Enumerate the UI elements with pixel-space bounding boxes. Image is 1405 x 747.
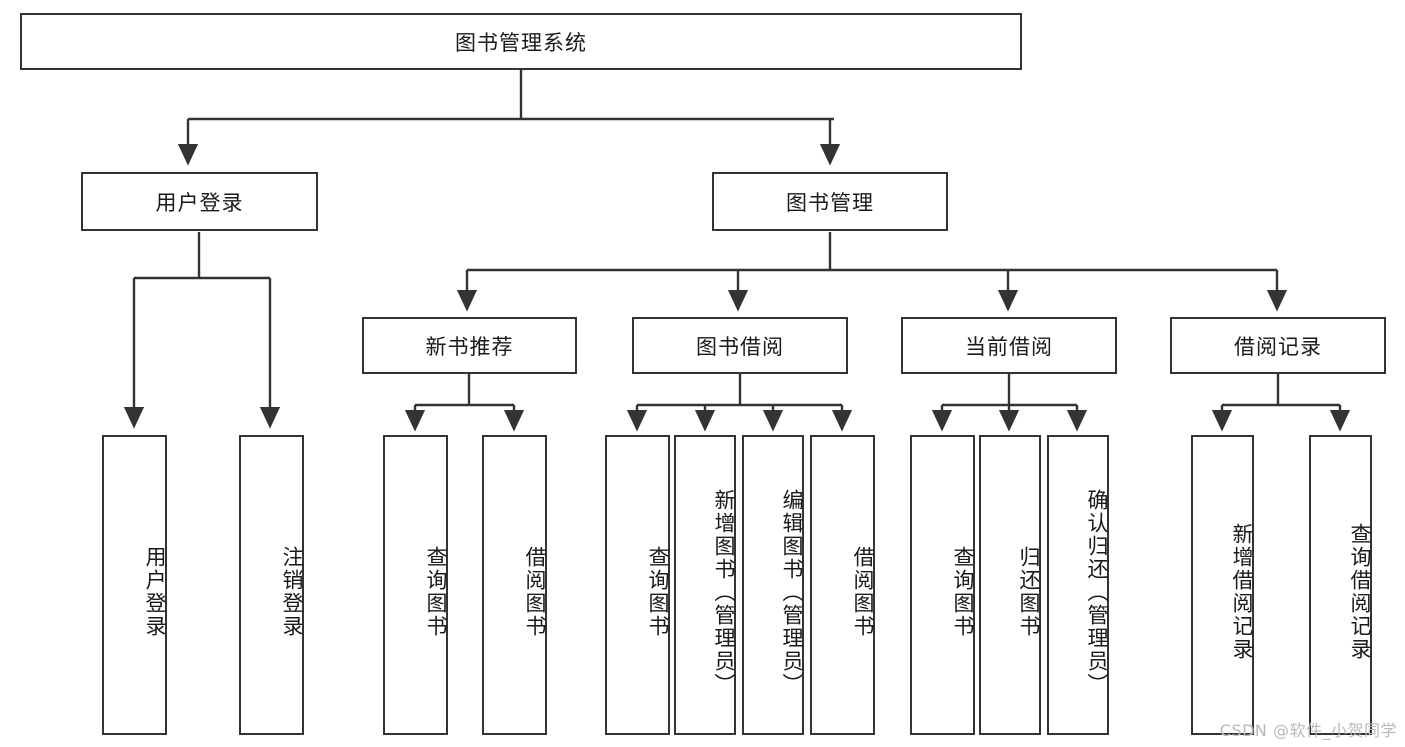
- leaf-recommend-borrow-book[interactable]: 借阅图书: [482, 435, 547, 735]
- node-label: 查询图书: [424, 546, 448, 638]
- node-new-book-recommend[interactable]: 新书推荐: [362, 317, 577, 374]
- leaf-borrow-edit-book-admin[interactable]: 编辑图书（管理员）: [742, 435, 804, 735]
- node-label: 借阅图书: [851, 546, 875, 638]
- node-root-system[interactable]: 图书管理系统: [20, 13, 1022, 70]
- node-book-borrow[interactable]: 图书借阅: [632, 317, 848, 374]
- leaf-recommend-query-book[interactable]: 查询图书: [383, 435, 448, 735]
- leaf-current-query-book[interactable]: 查询图书: [910, 435, 975, 735]
- node-label: 图书管理: [786, 190, 874, 215]
- leaf-borrow-add-book-admin[interactable]: 新增图书（管理员）: [674, 435, 736, 735]
- node-label: 注销登录: [280, 546, 304, 638]
- node-borrow-record[interactable]: 借阅记录: [1170, 317, 1386, 374]
- node-label: 编辑图书（管理员）: [780, 488, 804, 696]
- node-label: 新增借阅记录: [1230, 523, 1254, 661]
- node-label: 归还图书: [1017, 546, 1041, 638]
- node-label: 查询图书: [646, 546, 670, 638]
- node-label: 图书借阅: [696, 334, 784, 359]
- watermark: CSDN @软件_小贺同学: [1219, 721, 1397, 740]
- node-label: 用户登录: [155, 190, 244, 215]
- node-book-management[interactable]: 图书管理: [712, 172, 948, 231]
- leaf-user-login-signin[interactable]: 用户登录: [102, 435, 167, 735]
- node-label: 查询图书: [951, 546, 975, 638]
- leaf-record-query-record[interactable]: 查询借阅记录: [1309, 435, 1372, 735]
- leaf-record-add-record[interactable]: 新增借阅记录: [1191, 435, 1254, 735]
- leaf-current-confirm-return-admin[interactable]: 确认归还（管理员）: [1047, 435, 1109, 735]
- node-user-login[interactable]: 用户登录: [81, 172, 318, 231]
- leaf-user-login-signout[interactable]: 注销登录: [239, 435, 304, 735]
- node-label: 查询借阅记录: [1348, 523, 1372, 661]
- node-label: 新书推荐: [425, 334, 514, 359]
- leaf-borrow-query-book[interactable]: 查询图书: [605, 435, 670, 735]
- node-label: 图书管理系统: [455, 30, 587, 55]
- node-label: 新增图书（管理员）: [712, 488, 736, 696]
- node-label: 确认归还（管理员）: [1085, 488, 1109, 696]
- leaf-borrow-borrow-book[interactable]: 借阅图书: [810, 435, 875, 735]
- node-label: 借阅记录: [1234, 334, 1322, 359]
- leaf-current-return-book[interactable]: 归还图书: [979, 435, 1041, 735]
- node-label: 用户登录: [143, 546, 167, 638]
- node-current-borrow[interactable]: 当前借阅: [901, 317, 1117, 374]
- node-label: 当前借阅: [965, 334, 1053, 359]
- node-label: 借阅图书: [523, 546, 547, 638]
